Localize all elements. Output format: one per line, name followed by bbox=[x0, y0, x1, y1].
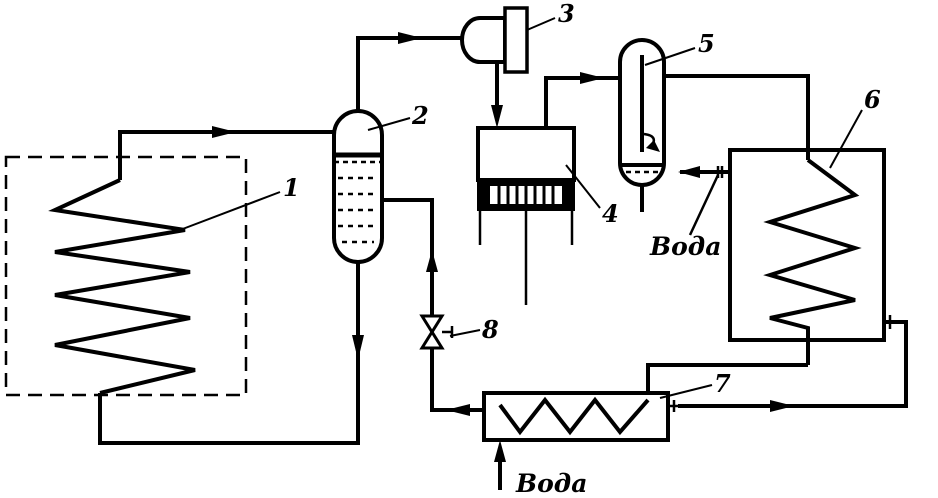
water-label-subcooler: Вода bbox=[515, 469, 587, 498]
subcooler bbox=[482, 391, 678, 442]
evaporator-coil bbox=[48, 178, 196, 395]
evaporator-inlet-pipe bbox=[118, 130, 336, 180]
condenser bbox=[678, 148, 886, 365]
label-separator: 2 bbox=[411, 101, 429, 130]
water-label-condenser: Вода bbox=[649, 232, 721, 261]
liquid-line bbox=[430, 348, 484, 412]
condenser-coil bbox=[763, 158, 862, 365]
label-motor: 3 bbox=[558, 0, 575, 28]
label-valve: 8 bbox=[481, 315, 499, 344]
oil-sep-to-condenser-pipe bbox=[664, 74, 810, 160]
oil-separator bbox=[618, 38, 666, 212]
subcooler-shell bbox=[482, 391, 670, 442]
label-oil-separator: 5 bbox=[698, 29, 715, 58]
liquid-separator bbox=[332, 109, 384, 264]
compressor bbox=[476, 126, 576, 305]
evaporator bbox=[4, 126, 364, 445]
motor bbox=[460, 6, 529, 128]
flow-arrow-to-compressor bbox=[491, 105, 503, 128]
compressor-body bbox=[476, 126, 576, 182]
evaporator-outlet-pipe bbox=[98, 262, 360, 445]
valve-to-separator-pipe bbox=[382, 198, 434, 318]
flow-arrow-suction bbox=[398, 32, 422, 44]
condenser-to-subcooler-pipe bbox=[646, 363, 808, 400]
label-subcooler: 7 bbox=[714, 369, 731, 398]
evaporator-dashed-enclosure bbox=[4, 155, 248, 397]
flow-arrow-discharge bbox=[580, 72, 604, 84]
flow-arrow-evap-out bbox=[212, 126, 236, 138]
label-condenser: 6 bbox=[864, 85, 881, 114]
flow-arrow-liquid-down bbox=[352, 335, 364, 360]
motor-flange bbox=[503, 6, 529, 74]
label-evaporator: 1 bbox=[283, 173, 300, 202]
expansion-valve bbox=[419, 314, 454, 350]
subcooler-coil bbox=[498, 396, 650, 436]
flow-arrow-water-in bbox=[494, 440, 506, 462]
discharge-pipe bbox=[544, 76, 618, 128]
label-compressor: 4 bbox=[602, 199, 619, 228]
suction-pipe bbox=[356, 36, 462, 111]
motor-body bbox=[460, 16, 507, 64]
separator-vessel bbox=[332, 109, 384, 264]
